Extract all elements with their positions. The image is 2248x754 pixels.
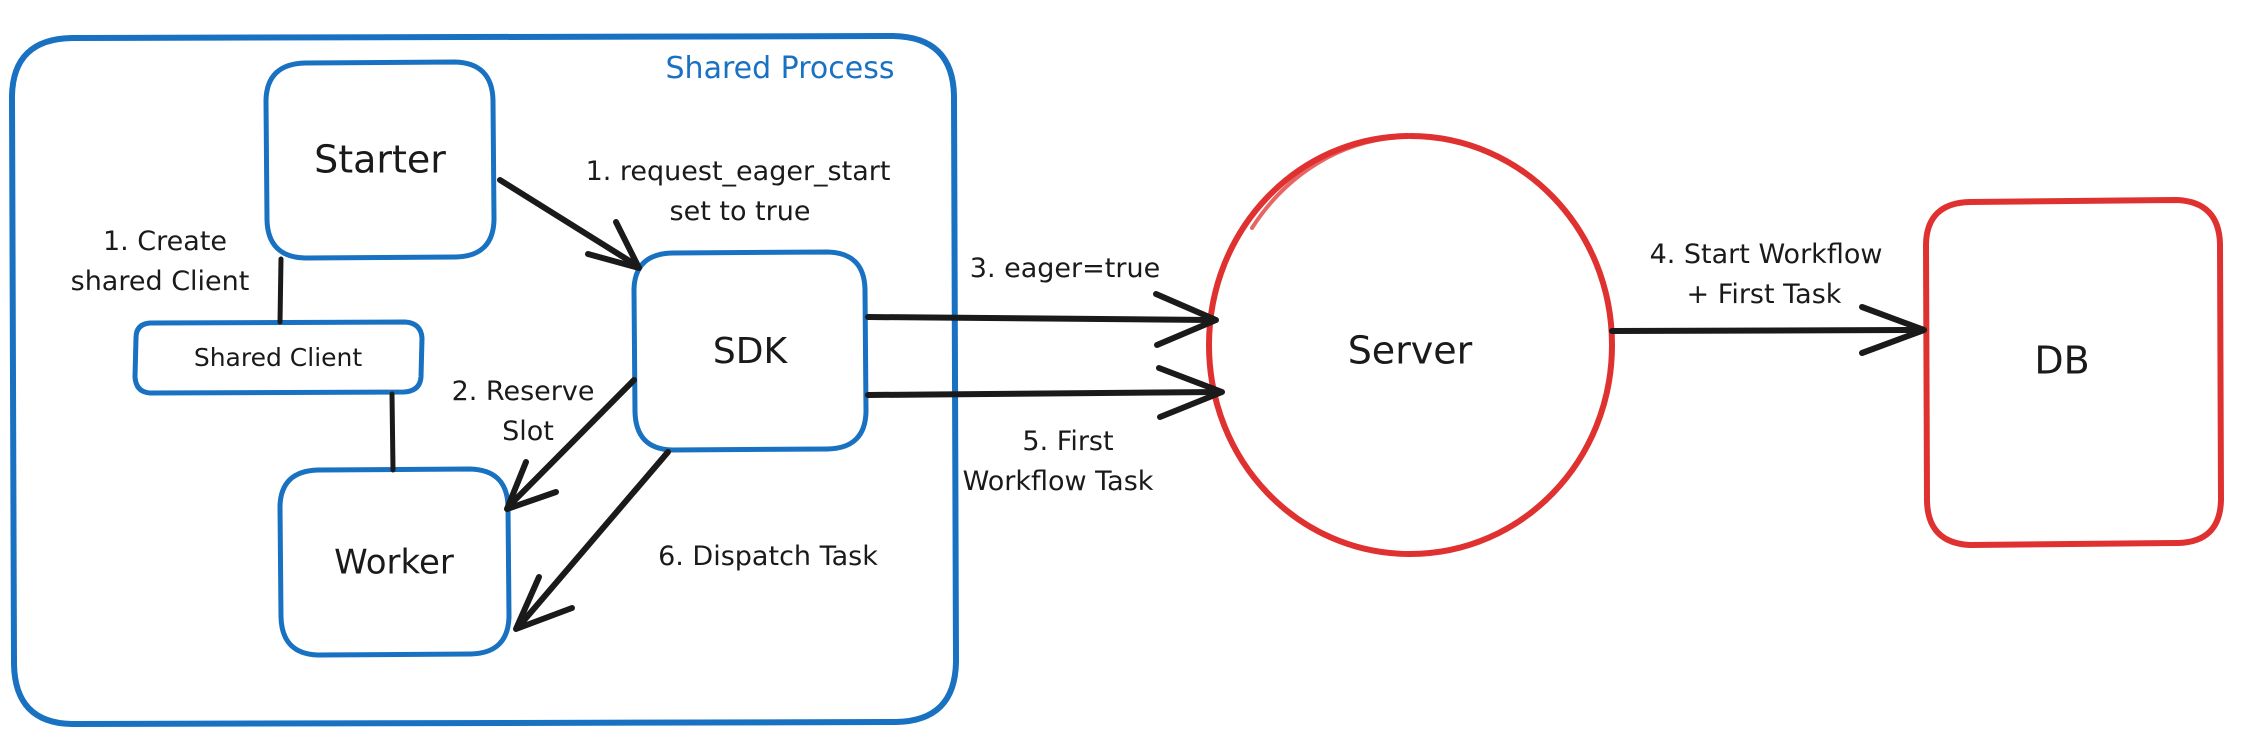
edge-label-request-eager-start: 1. request_eager_start set to true — [586, 156, 891, 227]
edge-line-shared-client-worker — [389, 391, 396, 473]
sdk-shape — [631, 249, 869, 453]
edge-label-dispatch-task-line1: 6. Dispatch Task — [658, 541, 878, 572]
shared-client-shape — [132, 319, 425, 396]
edge-label-request-eager-start-line2: set to true — [670, 196, 811, 227]
edge-label-request-eager-start-line1: 1. request_eager_start — [586, 156, 891, 187]
edge-label-start-workflow: 4. Start Workflow + First Task — [1650, 239, 1883, 310]
worker-label: Worker — [334, 543, 454, 583]
edge-line-sdk-server-first-task — [865, 389, 1221, 398]
edge-label-dispatch-task: 6. Dispatch Task — [658, 541, 878, 572]
edge-label-reserve-slot-line1: 2. Reserve — [452, 376, 595, 407]
edge-label-start-workflow-line2: + First Task — [1687, 279, 1842, 310]
edge-line-starter-shared-client — [277, 256, 284, 325]
worker-shape — [277, 466, 512, 658]
edge-line-sdk-worker-reserve — [507, 377, 637, 508]
edge-starter-to-shared-client — [277, 256, 284, 325]
edge-shared-client-to-worker — [389, 391, 396, 473]
edge-line-sdk-server-eager — [865, 314, 1215, 323]
server-shape-overstroke — [1250, 135, 1405, 230]
node-sdk[interactable] — [631, 249, 869, 453]
sdk-label: SDK — [713, 331, 789, 372]
arrowhead-starter-sdk — [585, 219, 642, 271]
node-worker[interactable] — [277, 466, 512, 658]
edge-line-sdk-worker-dispatch — [517, 449, 671, 628]
shared-client-label: Shared Client — [194, 343, 363, 372]
edge-server-to-db — [1609, 304, 1927, 356]
db-label: DB — [2034, 339, 2089, 383]
edge-label-start-workflow-line1: 4. Start Workflow — [1650, 239, 1883, 270]
edge-sdk-to-worker-reserve — [504, 377, 637, 512]
node-starter[interactable] — [263, 59, 497, 261]
arrowhead-sdk-worker-reserve — [504, 459, 559, 512]
edge-label-first-workflow-task: 5. First Workflow Task — [963, 426, 1154, 497]
starter-shape — [263, 59, 497, 261]
server-label: Server — [1348, 329, 1473, 373]
edge-label-eager-true: 3. eager=true — [970, 253, 1160, 284]
edge-sdk-to-server-eager — [865, 291, 1219, 348]
server-shape — [1206, 133, 1615, 557]
starter-label: Starter — [314, 138, 446, 182]
node-db[interactable] — [1923, 197, 2224, 548]
edge-label-reserve-slot: 2. Reserve Slot — [452, 376, 595, 447]
shared-process-border — [9, 33, 959, 727]
edge-label-eager-true-line1: 3. eager=true — [970, 253, 1160, 284]
node-server[interactable] — [1206, 133, 1615, 557]
db-shape — [1923, 197, 2224, 548]
edge-label-reserve-slot-line2: Slot — [502, 416, 554, 447]
edge-starter-to-sdk — [497, 177, 642, 271]
edge-line-starter-sdk — [497, 177, 639, 268]
shared-process-group — [9, 33, 959, 727]
node-shared-client[interactable] — [132, 319, 425, 396]
shared-process-label: Shared Process — [666, 51, 895, 86]
arrowhead-sdk-worker-dispatch — [513, 574, 575, 632]
edge-label-create-shared-client-line1: 1. Create — [103, 226, 227, 257]
arrowhead-sdk-server-eager — [1153, 291, 1219, 348]
arrowhead-server-db — [1859, 304, 1927, 356]
edge-label-first-workflow-task-line2: Workflow Task — [963, 466, 1154, 497]
edge-line-server-db — [1609, 327, 1923, 334]
edge-label-create-shared-client: 1. Create shared Client — [71, 226, 250, 297]
edge-sdk-to-worker-dispatch — [513, 449, 671, 632]
edge-sdk-to-server-first-task — [865, 365, 1225, 420]
edge-label-first-workflow-task-line1: 5. First — [1022, 426, 1113, 457]
edge-label-create-shared-client-line2: shared Client — [71, 266, 250, 297]
arrowhead-sdk-server-first-task — [1156, 365, 1225, 420]
